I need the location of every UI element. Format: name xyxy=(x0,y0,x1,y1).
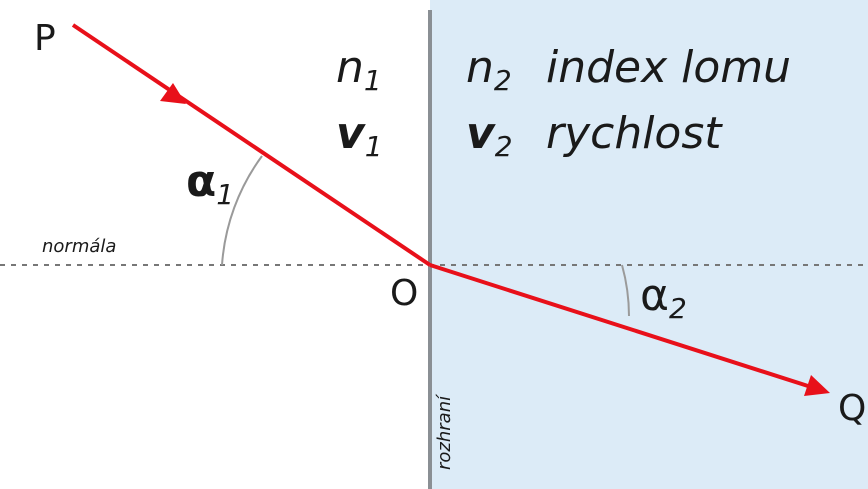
alpha1-label: α1 xyxy=(186,156,234,211)
alpha2-label: α2 xyxy=(640,270,687,325)
refracted-ray xyxy=(429,263,809,388)
v2-description: rychlost xyxy=(546,108,723,159)
point-o-label: O xyxy=(390,273,418,314)
refracted-arrow-icon xyxy=(804,375,830,396)
interface-label: rozhraní xyxy=(434,393,455,470)
v1-label: v1 xyxy=(336,108,383,163)
n2-description: index lomu xyxy=(546,42,791,93)
incident-ray xyxy=(71,23,432,267)
point-p-label: P xyxy=(34,18,56,59)
angle-arc-2 xyxy=(621,264,630,317)
v2-label: v2 xyxy=(466,108,513,163)
n1-label: n1 xyxy=(336,42,382,97)
medium2-region xyxy=(430,0,868,489)
point-q-label: Q xyxy=(838,388,866,429)
n2-label: n2 xyxy=(466,42,512,97)
incident-arrow-icon xyxy=(160,83,186,104)
normal-label: normála xyxy=(42,236,116,257)
angle-arc-1 xyxy=(221,155,263,266)
